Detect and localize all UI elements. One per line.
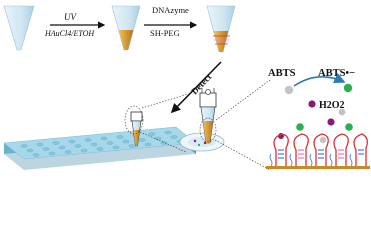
- zoom-lines: [124, 93, 189, 153]
- step2-reagent-top: DNAzyme: [152, 5, 189, 15]
- figure-canvas: UV HAuCl4/ETOH DNAzyme SH-PEG Detect: [3, 5, 370, 171]
- oxidation-arrow: [293, 72, 346, 87]
- pipette-tip-gold-coated: [111, 5, 141, 51]
- plate-wells: [20, 130, 184, 157]
- figure-svg: UV HAuCl4/ETOH DNAzyme SH-PEG Detect: [3, 5, 370, 171]
- substrate-label: ABTS: [268, 68, 296, 79]
- dnazyme-strands: [273, 133, 368, 166]
- step1-reagent-top: UV: [64, 12, 77, 22]
- gold-surface: [266, 166, 370, 169]
- reaction-mechanism: ABTS ABTS•− H2O2: [266, 68, 370, 169]
- zoomed-well: [179, 132, 225, 152]
- pipette-tip-functionalized: [206, 5, 236, 53]
- mechanism-zoom-lines: [199, 79, 271, 171]
- peg-chains: [269, 153, 353, 167]
- microplate: [3, 126, 197, 170]
- abts-radical-dot: [343, 83, 353, 93]
- abts-dot: [284, 85, 294, 95]
- pipette-tip-plain: [3, 5, 35, 51]
- step2-arrow: DNAzyme SH-PEG: [144, 5, 198, 38]
- zoomed-pipette: [199, 88, 217, 144]
- step2-reagent-bottom: SH-PEG: [150, 28, 180, 38]
- step1-reagent-bottom: HAuCl4/ETOH: [44, 29, 95, 38]
- h2o2-dot: [308, 100, 316, 108]
- step1-arrow: UV HAuCl4/ETOH: [44, 12, 106, 38]
- oxidant-label: H2O2: [319, 100, 345, 111]
